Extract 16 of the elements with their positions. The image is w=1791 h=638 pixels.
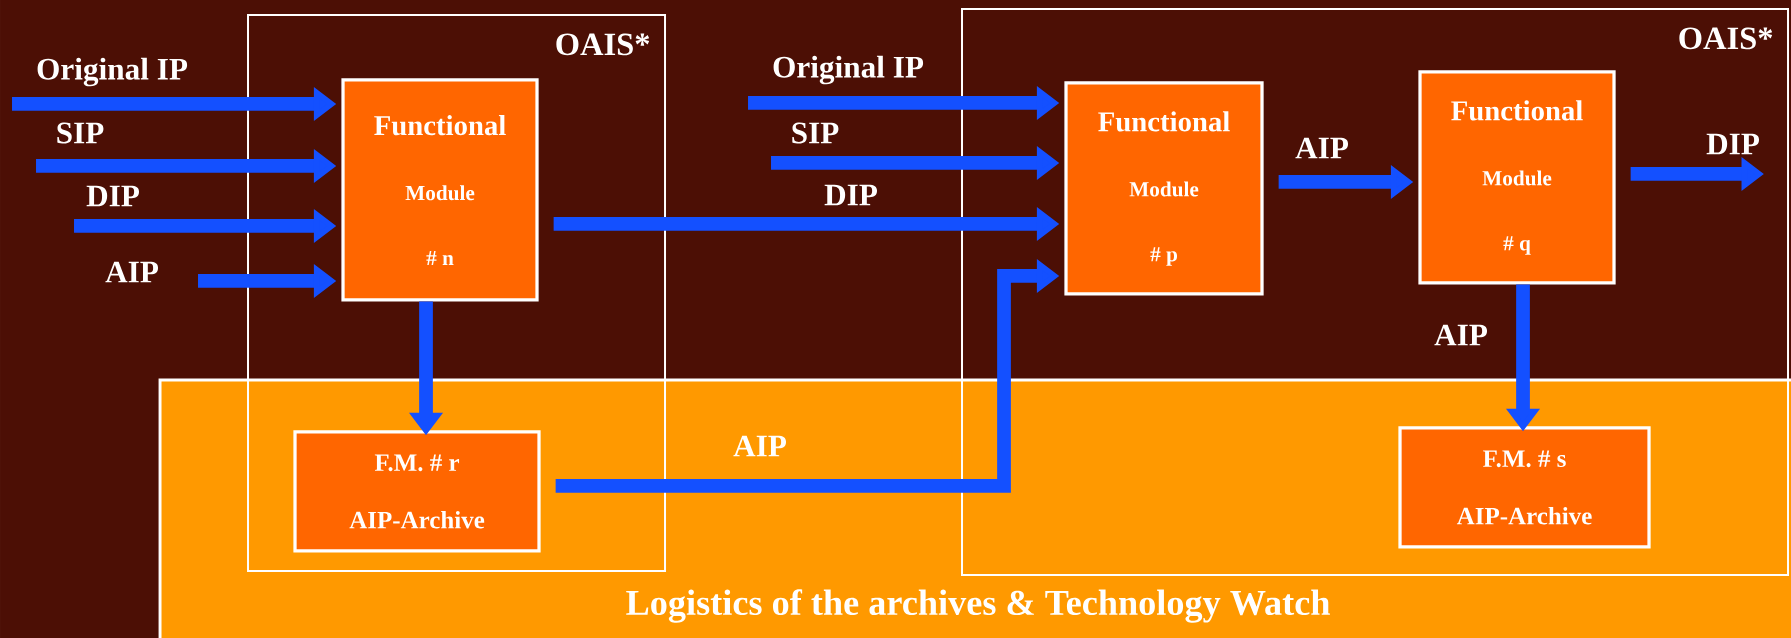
archive-box: F.M. # r AIP-Archive [293, 430, 541, 553]
edge-label: Original IP [37, 57, 188, 87]
edge-label: Original IP [773, 55, 924, 85]
archive-box: F.M. # s AIP-Archive [1398, 426, 1651, 549]
edge-label: AIP [1434, 324, 1487, 346]
edge-label: SIP [57, 122, 104, 144]
module-box: Functional Module # n [341, 78, 539, 302]
edge-label: DIP [824, 184, 877, 206]
edge-label: DIP [1706, 133, 1759, 155]
edge-label: SIP [792, 122, 839, 144]
edge-label: AIP [105, 261, 158, 283]
edge-label: DIP [86, 185, 139, 207]
module-box: Functional Module # p [1064, 81, 1264, 296]
module-box: Functional Module # q [1418, 70, 1616, 285]
edge-label: AIP [733, 435, 786, 457]
edge-label: AIP [1295, 137, 1348, 159]
